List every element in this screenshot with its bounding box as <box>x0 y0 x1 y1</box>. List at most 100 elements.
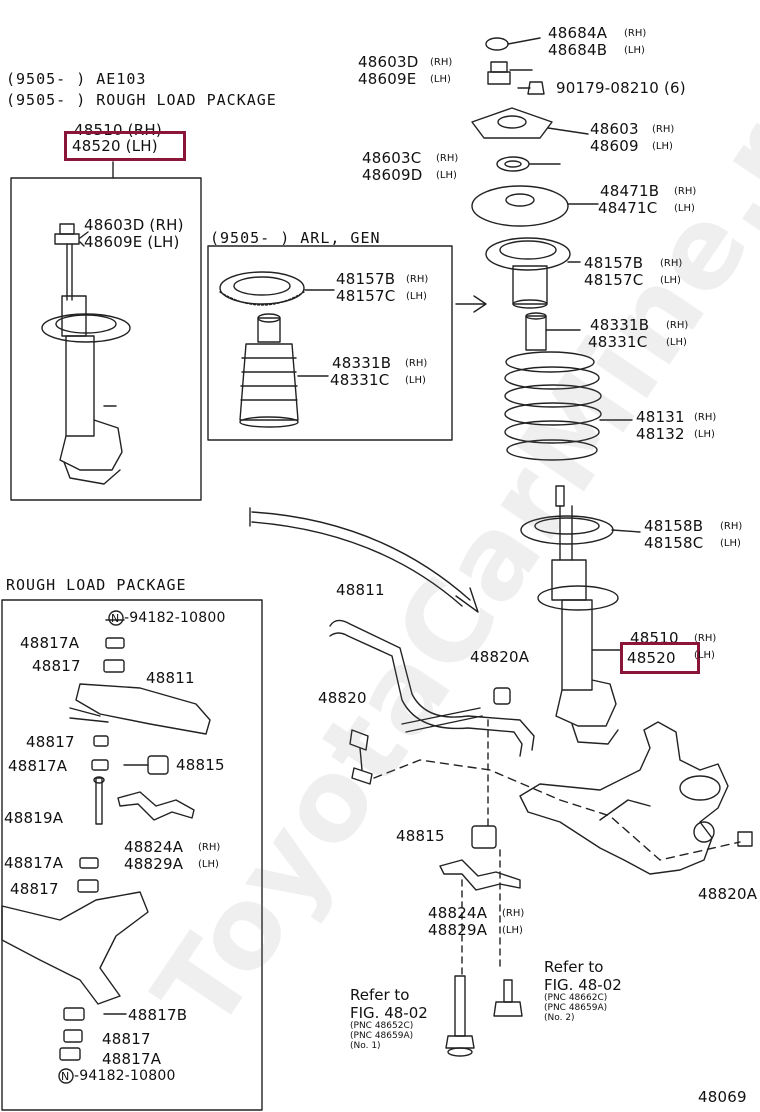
stabilizer-bar-middle <box>329 619 535 785</box>
label-48471c: 48471C <box>598 199 658 217</box>
label-48815-middle: 48815 <box>396 827 445 845</box>
refer-left-line3: (PNC 48652C) <box>350 1021 414 1031</box>
label-48609e-top: 48609E <box>358 70 417 88</box>
label-48684b: 48684B <box>548 41 608 59</box>
label-rh: (RH) <box>720 521 743 532</box>
refer-left-line2[interactable]: FIG. 48-02 <box>350 1004 428 1022</box>
label-48829a-left: 48829A <box>124 855 184 873</box>
refer-left-line4: (PNC 48659A) <box>350 1031 414 1041</box>
label-48817b: 48817B <box>128 1006 188 1024</box>
refer-right-line1: Refer to <box>544 958 604 976</box>
label-rh: (RH) <box>694 633 717 644</box>
refer-right-line2[interactable]: FIG. 48-02 <box>544 976 622 994</box>
label-48820a-right: 48820A <box>698 885 758 903</box>
strut-assembly-left <box>41 223 131 485</box>
label-48157b-right: 48157B <box>584 254 644 272</box>
label-48157c-box: 48157C <box>336 287 396 305</box>
label-48331b-box: 48331B <box>332 354 392 372</box>
circle-n-bottom: N <box>61 1070 70 1083</box>
label-48824a-left: 48824A <box>124 838 184 856</box>
label-48331c-right: 48331C <box>588 333 648 351</box>
bolt-right <box>493 979 523 1017</box>
label-48684a: 48684A <box>548 24 608 42</box>
label-48817-3: 48817 <box>10 880 59 898</box>
label-48603d-top: 48603D <box>358 53 419 71</box>
label-lh: (LH) <box>674 203 695 214</box>
label-48824a-middle: 48824A <box>428 904 488 922</box>
label-48069: 48069 <box>698 1088 747 1106</box>
label-lh: (LH) <box>652 141 673 152</box>
bracket-middle <box>439 859 521 891</box>
bushing-middle <box>471 825 497 849</box>
refer-right-line4: (PNC 48659A) <box>544 1003 608 1013</box>
label-94182-bottom: -94182-10800 <box>74 1068 176 1084</box>
label-48609e-left: 48609E (LH) <box>84 233 180 251</box>
label-48158c: 48158C <box>644 534 704 552</box>
label-lh: (LH) <box>502 925 523 936</box>
label-rh: (RH) <box>406 274 429 285</box>
label-lh: (LH) <box>198 859 219 870</box>
label-48510-right: 48510 <box>630 629 679 647</box>
label-48132: 48132 <box>636 425 685 443</box>
label-48817a-2: 48817A <box>8 757 68 775</box>
label-rh: (RH) <box>436 153 459 164</box>
label-48609d: 48609D <box>362 166 423 184</box>
label-rh: (RH) <box>430 57 453 68</box>
highlight-48520-left <box>64 131 186 161</box>
label-48817a-1: 48817A <box>20 634 80 652</box>
label-48811-left: 48811 <box>146 669 195 687</box>
label-rh: (RH) <box>694 412 717 423</box>
label-qty6: (6) <box>664 79 686 97</box>
label-48520-right: 48520 <box>627 649 676 667</box>
label-48131: 48131 <box>636 408 685 426</box>
refer-left-line5: (No. 1) <box>350 1041 381 1051</box>
label-48157c-right: 48157C <box>584 271 644 289</box>
label-48817a-3: 48817A <box>4 854 64 872</box>
label-lh: (LH) <box>660 275 681 286</box>
header-ae103: (9505- ) AE103 <box>6 70 147 88</box>
label-rh: (RH) <box>652 124 675 135</box>
label-rh: (RH) <box>198 842 221 853</box>
lower-arm-right <box>519 721 753 875</box>
label-48603: 48603 <box>590 120 639 138</box>
upper-spring-seat-box <box>219 271 335 306</box>
label-rh: (RH) <box>660 258 683 269</box>
label-48520-left: 48520 (LH) <box>72 137 158 155</box>
label-48157b-box: 48157B <box>336 270 396 288</box>
refer-right-line3: (PNC 48662C) <box>544 993 608 1003</box>
label-48817-2: 48817 <box>26 733 75 751</box>
header-rough-load-top: (9505- ) ROUGH LOAD PACKAGE <box>6 91 277 109</box>
label-90179: 90179-08210 <box>556 79 660 97</box>
rough-load-box <box>1 599 263 1111</box>
label-lh: (LH) <box>624 45 645 56</box>
header-rough-load-box: ROUGH LOAD PACKAGE <box>6 576 187 594</box>
label-lh: (LH) <box>436 170 457 181</box>
refer-left-line1: Refer to <box>350 986 410 1004</box>
label-48331b-right: 48331B <box>590 316 650 334</box>
rough-load-parts <box>1 610 211 1084</box>
label-lh: (LH) <box>720 538 741 549</box>
label-48817-4: 48817 <box>102 1030 151 1048</box>
label-48603d-left: 48603D (RH) <box>84 216 184 234</box>
label-48603c: 48603C <box>362 149 422 167</box>
strut-assembly-box <box>10 177 202 501</box>
label-rh: (RH) <box>502 908 525 919</box>
label-lh: (LH) <box>405 375 426 386</box>
bolt-left <box>445 975 475 1057</box>
label-48331c-box: 48331C <box>330 371 390 389</box>
refer-right-line5: (No. 2) <box>544 1013 575 1023</box>
label-lh: (LH) <box>406 291 427 302</box>
label-48471b: 48471B <box>600 182 660 200</box>
label-48820a-middle: 48820A <box>470 648 530 666</box>
label-lh: (LH) <box>666 337 687 348</box>
strut-exploded-right <box>471 37 641 745</box>
label-48819a: 48819A <box>4 809 64 827</box>
label-rh: (RH) <box>624 28 647 39</box>
bump-stopper-box <box>239 313 329 428</box>
label-48158b: 48158B <box>644 517 704 535</box>
circle-n-top: N <box>111 612 120 625</box>
label-48815-left: 48815 <box>176 756 225 774</box>
label-lh: (LH) <box>694 429 715 440</box>
